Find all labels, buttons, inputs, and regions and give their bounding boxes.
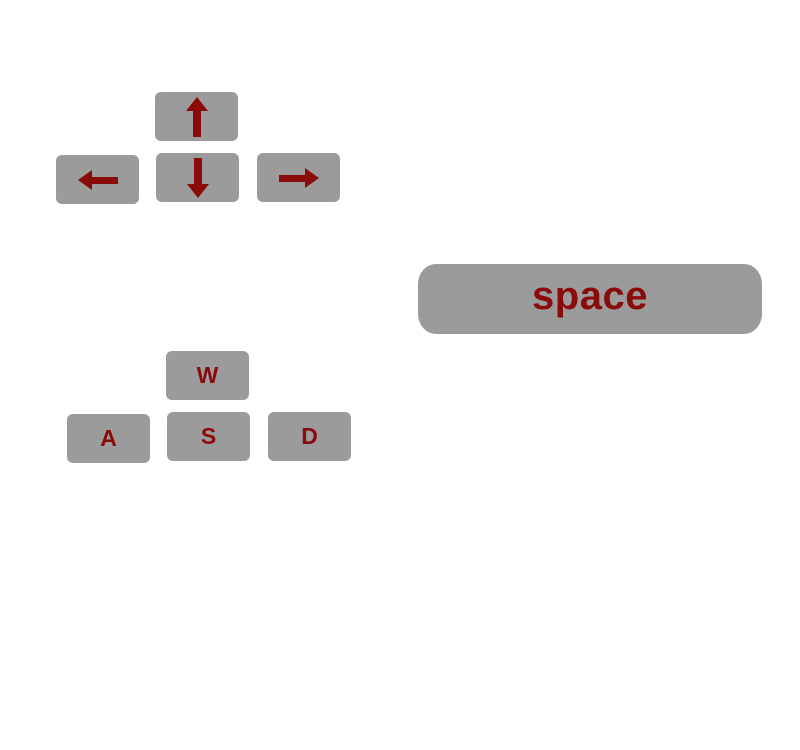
right-arrow-key[interactable] xyxy=(257,153,340,202)
a-key[interactable]: A xyxy=(67,414,150,463)
w-key[interactable]: W xyxy=(166,351,249,400)
arrow-right-icon xyxy=(277,164,321,192)
d-key[interactable]: D xyxy=(268,412,351,461)
space-key[interactable]: space xyxy=(418,264,762,334)
space-key-label: space xyxy=(532,273,648,318)
arrow-left-icon xyxy=(76,166,120,194)
a-key-label: A xyxy=(100,425,117,451)
arrow-up-icon xyxy=(183,95,211,139)
w-key-label: W xyxy=(196,362,219,388)
s-key[interactable]: S xyxy=(167,412,250,461)
up-arrow-key[interactable] xyxy=(155,92,238,141)
down-arrow-key[interactable] xyxy=(156,153,239,202)
s-key-label: S xyxy=(200,423,217,449)
arrow-down-icon xyxy=(184,156,212,200)
left-arrow-key[interactable] xyxy=(56,155,139,204)
d-key-label: D xyxy=(301,423,318,449)
